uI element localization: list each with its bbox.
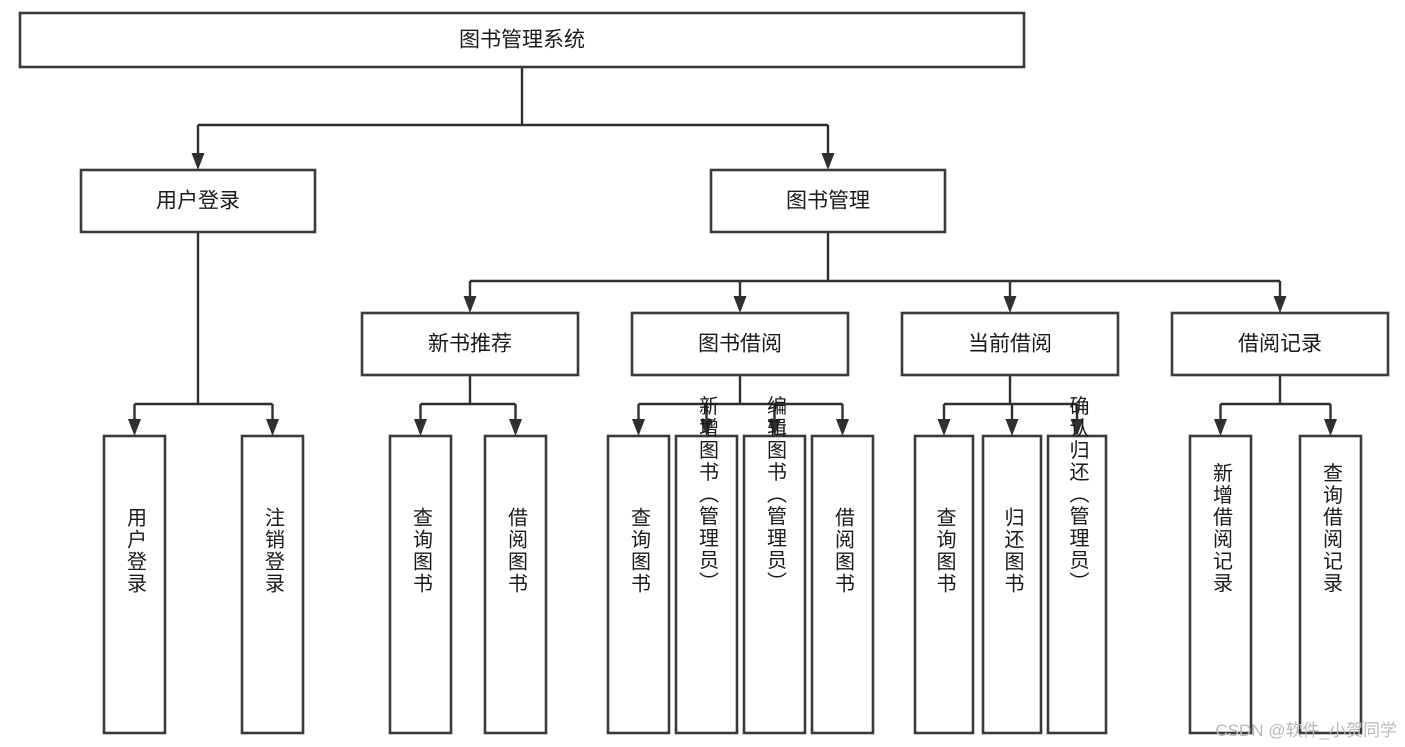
connector-arrowhead xyxy=(937,419,951,436)
node-box[interactable] xyxy=(102,434,167,735)
node-label: 查询借阅记录 xyxy=(1320,462,1343,594)
connector-arrowhead xyxy=(1214,419,1227,436)
connector-arrowhead xyxy=(632,419,645,436)
node-box[interactable] xyxy=(360,311,580,377)
node-user-login[interactable]: 用户登录 xyxy=(79,168,317,234)
connector-arrowhead xyxy=(509,419,522,436)
node-leaf-return-book[interactable]: 归还图书 xyxy=(981,434,1043,735)
node-label: 借阅记录 xyxy=(1238,333,1322,356)
node-leaf-user-login[interactable]: 用户登录 xyxy=(102,434,167,735)
node-label: 当前借阅 xyxy=(968,333,1052,356)
node-label: 归还图书 xyxy=(1001,506,1024,594)
node-box[interactable] xyxy=(1046,434,1108,735)
node-label: 借阅图书 xyxy=(832,506,855,594)
node-label: 查询图书 xyxy=(933,506,956,594)
connector-arrowhead xyxy=(1003,296,1017,313)
node-label: 借阅图书 xyxy=(505,506,528,594)
node-box[interactable] xyxy=(1170,311,1390,377)
node-box[interactable] xyxy=(388,434,453,735)
node-label: 新增借阅记录 xyxy=(1210,462,1233,594)
connector-arrowhead xyxy=(1005,419,1019,436)
connector-arrowhead xyxy=(821,153,835,170)
connector-arrowhead xyxy=(1070,419,1084,436)
node-box[interactable] xyxy=(483,434,548,735)
node-box[interactable] xyxy=(674,434,739,735)
connector-arrowhead xyxy=(463,296,477,313)
connector-arrowhead xyxy=(768,419,781,436)
connector-arrowhead xyxy=(700,419,713,436)
node-label: 编辑图书（管理员） xyxy=(764,395,787,593)
node-label: 新书推荐 xyxy=(428,333,512,356)
connector-arrowhead xyxy=(128,419,141,436)
node-box[interactable] xyxy=(742,434,807,735)
connector-arrowhead xyxy=(733,296,747,313)
node-box[interactable] xyxy=(981,434,1043,735)
connector-arrowhead xyxy=(191,153,205,170)
node-box[interactable] xyxy=(240,434,305,735)
node-box[interactable] xyxy=(709,168,947,234)
node-new-book-recommend[interactable]: 新书推荐 xyxy=(360,311,580,377)
node-leaf-logout-login[interactable]: 注销登录 xyxy=(240,434,305,735)
connector-layer xyxy=(128,67,1337,436)
node-leaf-query-book-current[interactable]: 查询图书 xyxy=(913,434,975,735)
node-box[interactable] xyxy=(810,434,875,735)
node-borrow-record[interactable]: 借阅记录 xyxy=(1170,311,1390,377)
connector-arrowhead xyxy=(414,419,427,436)
node-label: 图书管理 xyxy=(786,190,870,213)
node-leaf-edit-book-admin[interactable]: 编辑图书（管理员） xyxy=(742,395,807,735)
node-box[interactable] xyxy=(1298,434,1363,735)
node-label: 查询图书 xyxy=(410,506,433,594)
node-leaf-add-borrow-record[interactable]: 新增借阅记录 xyxy=(1188,434,1253,735)
node-box[interactable] xyxy=(630,311,850,377)
node-leaf-query-book-borrow[interactable]: 查询图书 xyxy=(606,434,671,735)
node-label: 图书管理系统 xyxy=(459,29,585,52)
node-box[interactable] xyxy=(18,11,1026,69)
node-leaf-add-book-admin[interactable]: 新增图书（管理员） xyxy=(674,395,739,735)
connector-arrowhead xyxy=(1273,296,1287,313)
node-root[interactable]: 图书管理系统 xyxy=(18,11,1026,69)
node-leaf-borrow-book[interactable]: 借阅图书 xyxy=(810,434,875,735)
node-label: 确认归还（管理员） xyxy=(1066,395,1089,593)
node-label: 用户登录 xyxy=(124,507,147,595)
connector-arrowhead xyxy=(266,419,279,436)
node-label: 图书借阅 xyxy=(698,333,782,356)
connector-arrowhead xyxy=(836,419,849,436)
node-box[interactable] xyxy=(913,434,975,735)
node-leaf-query-book-recommend[interactable]: 查询图书 xyxy=(388,434,453,735)
node-label: 查询图书 xyxy=(628,506,651,594)
node-current-borrow[interactable]: 当前借阅 xyxy=(900,311,1120,377)
node-box[interactable] xyxy=(900,311,1120,377)
node-box[interactable] xyxy=(79,168,317,234)
node-label: 新增图书（管理员） xyxy=(696,395,719,593)
node-leaf-query-borrow-record[interactable]: 查询借阅记录 xyxy=(1298,434,1363,735)
node-label: 注销登录 xyxy=(262,506,285,594)
node-book-management[interactable]: 图书管理 xyxy=(709,168,947,234)
node-leaf-borrow-book-recommend[interactable]: 借阅图书 xyxy=(483,434,548,735)
node-layer: 图书管理系统用户登录图书管理新书推荐图书借阅当前借阅借阅记录用户登录注销登录查询… xyxy=(18,11,1390,735)
node-box[interactable] xyxy=(1188,434,1253,735)
node-label: 用户登录 xyxy=(156,190,240,213)
node-leaf-confirm-return-admin[interactable]: 确认归还（管理员） xyxy=(1046,395,1108,735)
node-book-borrow[interactable]: 图书借阅 xyxy=(630,311,850,377)
connector-arrowhead xyxy=(1324,419,1337,436)
node-box[interactable] xyxy=(606,434,671,735)
